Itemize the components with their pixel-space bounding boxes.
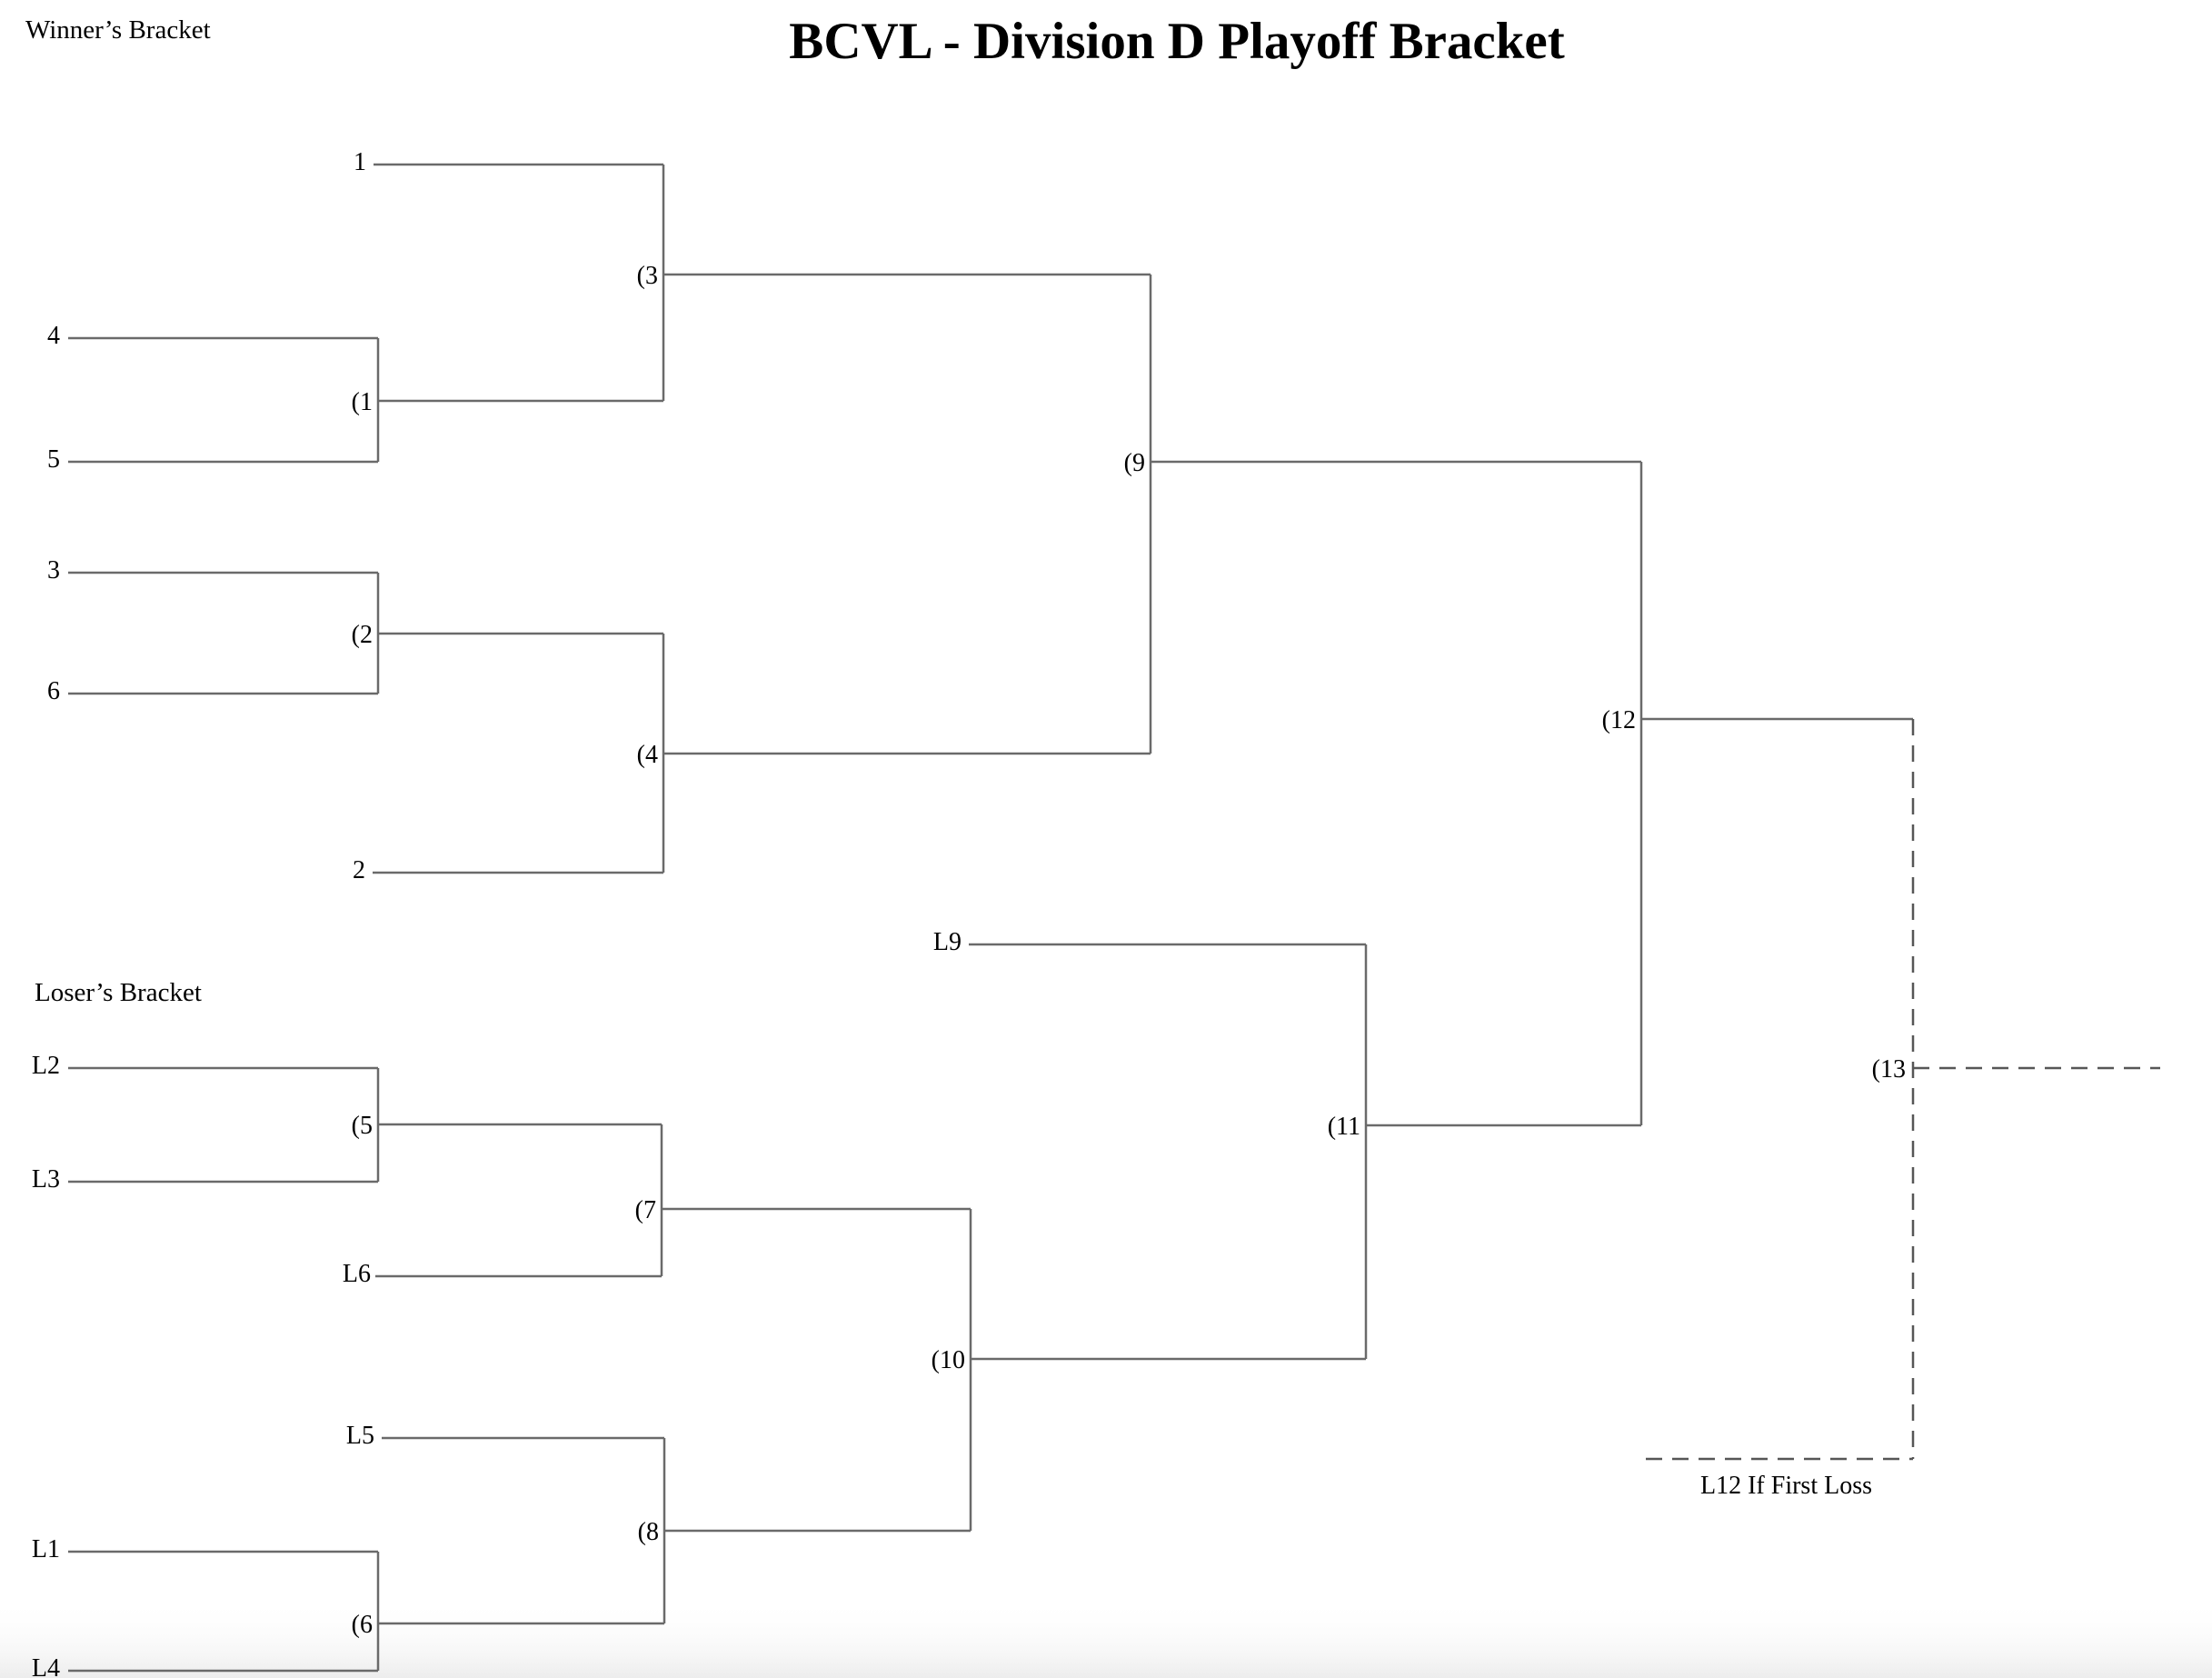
l3-label: L3 xyxy=(32,1165,60,1194)
match-11-label: (11 xyxy=(1328,1113,1360,1141)
losers-bracket-lines xyxy=(68,943,1641,1673)
l2-label: L2 xyxy=(32,1052,60,1080)
match-2-label: (2 xyxy=(352,621,373,649)
championship-dashed-lines xyxy=(1646,719,2160,1461)
match-13-label: (13 xyxy=(1872,1055,1906,1084)
match-10-label: (10 xyxy=(932,1346,965,1374)
l12-if-first-loss-note: L12 If First Loss xyxy=(1700,1472,1872,1500)
seed-3-label: 3 xyxy=(47,556,60,584)
winners-bracket-lines xyxy=(68,163,1913,1125)
winners-bracket-header: Winner’s Bracket xyxy=(25,15,211,45)
match-7-label: (7 xyxy=(635,1196,656,1224)
match-6-label: (6 xyxy=(352,1611,373,1639)
match-1-label: (1 xyxy=(352,388,373,416)
l9-label: L9 xyxy=(933,928,962,956)
match-8-label: (8 xyxy=(638,1518,659,1546)
seed-2-label: 2 xyxy=(353,856,365,884)
match-12-label: (12 xyxy=(1602,706,1636,734)
match-3-label: (3 xyxy=(637,262,658,290)
seed-6-label: 6 xyxy=(47,677,60,705)
l1-label: L1 xyxy=(32,1535,60,1563)
seed-4-label: 4 xyxy=(47,322,60,350)
seed-5-label: 5 xyxy=(47,445,60,474)
l4-label: L4 xyxy=(32,1654,60,1678)
seed-1-label: 1 xyxy=(354,148,366,176)
losers-bracket-header: Loser’s Bracket xyxy=(35,978,202,1007)
page-bottom-shadow xyxy=(0,1600,2212,1678)
match-4-label: (4 xyxy=(637,741,658,769)
l5-label: L5 xyxy=(346,1422,374,1450)
l6-label: L6 xyxy=(343,1260,371,1288)
match-5-label: (5 xyxy=(352,1112,373,1140)
match-9-label: (9 xyxy=(1124,449,1145,477)
page-title: BCVL - Division D Playoff Bracket xyxy=(789,13,1564,70)
